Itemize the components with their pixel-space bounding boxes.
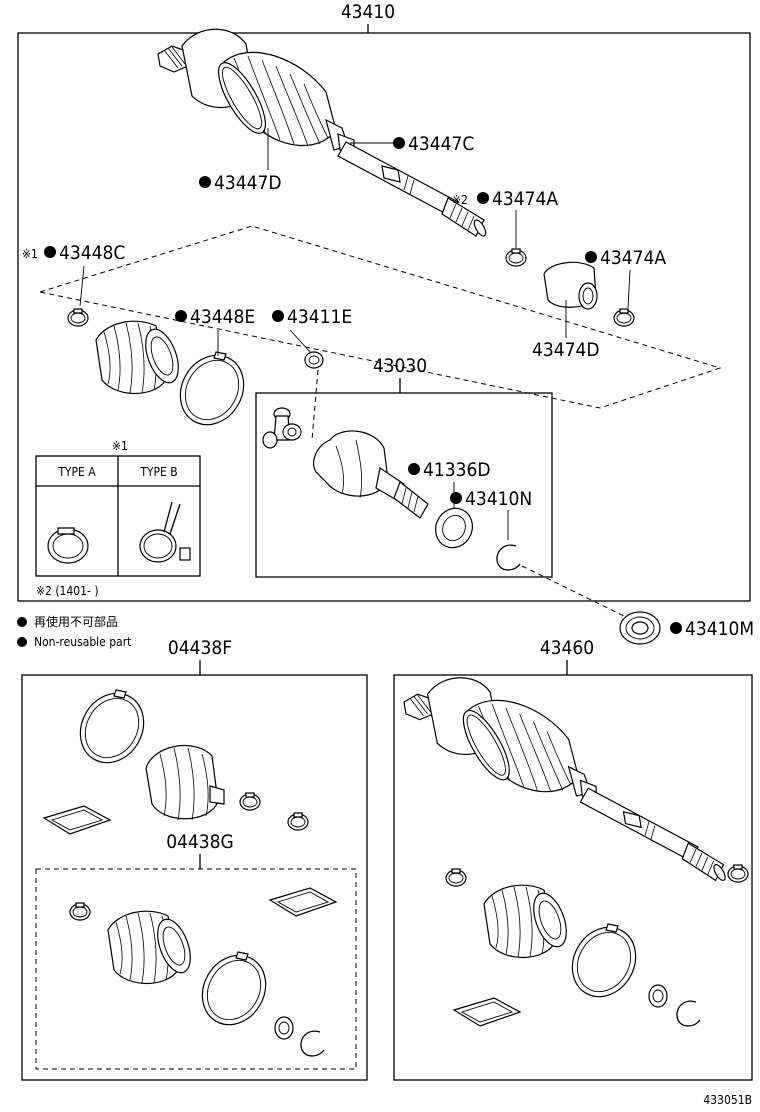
kit-f-boot <box>145 744 225 821</box>
snap-ring-drawing-43410N <box>496 544 521 571</box>
clamp-drawing-43474A-2 <box>613 308 635 327</box>
assembly-43460: 43460 <box>393 637 753 1081</box>
boot-drawing-43474D <box>543 261 598 310</box>
frame-04438F <box>21 674 368 1081</box>
frame-43460 <box>393 674 753 1081</box>
part-number-04438F[interactable]: 04438F <box>168 637 232 659</box>
non-reusable-dot <box>393 137 405 149</box>
part-number-43460[interactable]: 43460 <box>540 637 594 659</box>
kit-outline <box>38 225 722 409</box>
bearing-drawing-43410M <box>619 611 661 645</box>
kit-04438F: 04438F 04438G <box>21 637 368 1081</box>
non-reusable-dot <box>408 463 420 475</box>
assembly-43410: 43410 43447C 43447D ※2 43474A 43474A 434… <box>17 1 751 619</box>
callout-43474A-2[interactable]: 43474A <box>600 247 666 269</box>
note-mark-1: ※1 <box>22 247 38 261</box>
boot-drawing-43448E <box>95 320 186 395</box>
non-reusable-dot <box>199 176 211 188</box>
legend-en: Non-reusable part <box>34 635 131 649</box>
kit-g-snap-ring <box>300 1030 325 1057</box>
kit-f-clamp-small-1 <box>239 792 261 811</box>
kit-g-seal <box>274 1016 294 1040</box>
callout-43447C[interactable]: 43447C <box>408 133 474 155</box>
kit-f-clamp-large <box>67 681 157 775</box>
inner-joint-drawing <box>313 430 429 519</box>
kit-g-grease <box>269 887 337 917</box>
part-number-43030[interactable]: 43030 <box>373 355 427 377</box>
frame-43410 <box>17 32 751 602</box>
assembly-43460-clamp-left <box>445 868 467 887</box>
frame-04438G <box>35 868 357 1070</box>
assembly-43460-grease <box>453 997 521 1027</box>
diagram-code: 433051B <box>703 1093 752 1107</box>
callout-43474D[interactable]: 43474D <box>532 339 600 361</box>
legend-jp: 再使用不可部品 <box>34 614 118 629</box>
non-reusable-dot <box>272 310 284 322</box>
non-reusable-dot <box>477 192 489 204</box>
assembly-43460-boot <box>483 884 574 959</box>
non-reusable-dot <box>175 310 187 322</box>
note-mark-2: ※2 <box>452 193 468 207</box>
callout-43410N[interactable]: 43410N <box>465 488 532 510</box>
non-reusable-dot <box>44 246 56 258</box>
assembly-43460-clamp-large <box>559 915 649 1009</box>
callout-43448E[interactable]: 43448E <box>190 306 255 328</box>
callout-41336D[interactable]: 41336D <box>423 459 491 481</box>
clamp-type-a-drawing <box>47 527 89 564</box>
callout-43448C[interactable]: 43448C <box>59 242 125 264</box>
assembly-43460-shaft <box>403 677 728 883</box>
assembly-43460-snap-ring <box>676 1000 701 1027</box>
clamp-drawing-large <box>167 343 257 437</box>
tripod-drawing <box>262 407 302 449</box>
non-reusable-dot <box>670 622 682 634</box>
non-reusable-dot <box>585 251 597 263</box>
seal-drawing-43411E <box>304 351 324 369</box>
callout-43411E[interactable]: 43411E <box>287 306 352 328</box>
type-b-label: TYPE B <box>139 465 177 479</box>
assembly-43460-seal <box>648 984 668 1008</box>
kit-g-clamp-small <box>69 902 91 921</box>
kit-f-clamp-small-2 <box>287 812 309 831</box>
callout-43474A-1[interactable]: 43474A <box>492 188 558 210</box>
legend-dot-en <box>17 637 27 647</box>
kit-g-boot <box>107 910 198 985</box>
legend-dot-jp <box>17 617 27 627</box>
type-table-footnote: ※2 (1401- ) <box>36 584 99 598</box>
kit-g-clamp-large <box>189 943 279 1037</box>
kit-f-grease <box>43 805 111 835</box>
part-number-43410[interactable]: 43410 <box>341 1 395 23</box>
clamp-type-b-drawing <box>139 501 191 563</box>
assembly-43460-clamp-right <box>727 864 749 883</box>
non-reusable-dot <box>450 492 462 504</box>
callout-43447D[interactable]: 43447D <box>214 172 282 194</box>
part-number-04438G[interactable]: 04438G <box>166 831 234 853</box>
seal-drawing-41336D <box>435 507 473 549</box>
clamp-drawing-43474A <box>505 248 527 267</box>
type-table-mark: ※1 <box>112 439 128 453</box>
clamp-drawing-43448C <box>67 308 89 327</box>
type-a-label: TYPE A <box>57 465 96 479</box>
callout-43410M[interactable]: 43410M <box>685 618 754 640</box>
frame-43030 <box>255 392 553 578</box>
